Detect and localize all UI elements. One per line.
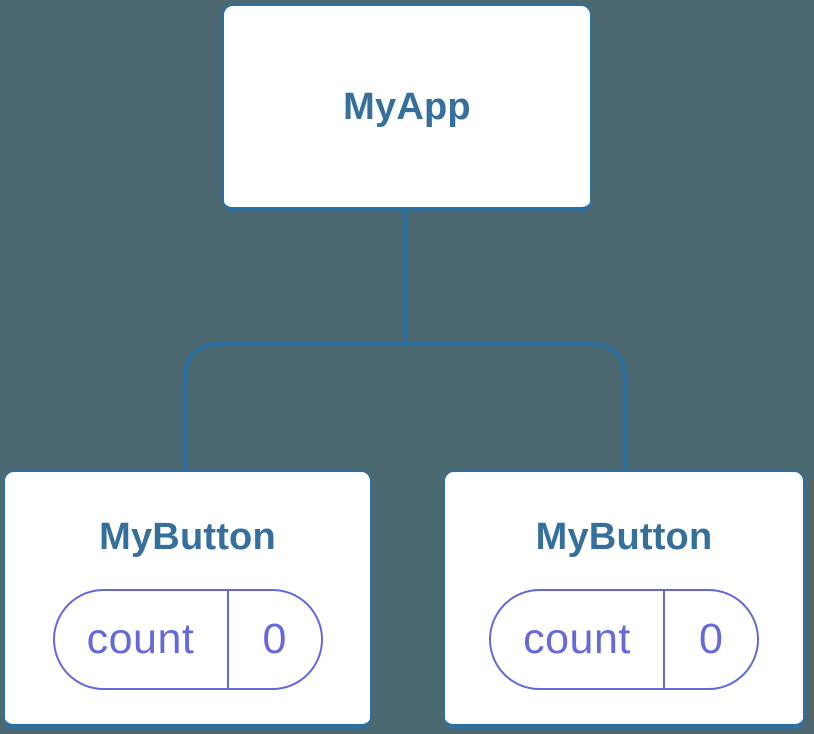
node-title: MyApp	[343, 85, 471, 128]
state-key-label: count	[523, 615, 631, 663]
node-title: MyButton	[535, 516, 713, 558]
state-key-label: count	[86, 615, 195, 663]
component-node-child-right: MyButton count 0	[443, 470, 805, 729]
state-value: 0	[663, 591, 757, 688]
node-title: MyButton	[99, 516, 276, 558]
connector-branch	[182, 341, 628, 470]
state-badge: count 0	[489, 589, 759, 690]
component-node-root: MyApp	[222, 4, 592, 212]
state-badge: count 0	[52, 589, 323, 690]
component-node-child-left: MyButton count 0	[3, 470, 372, 729]
state-value: 0	[226, 591, 321, 688]
